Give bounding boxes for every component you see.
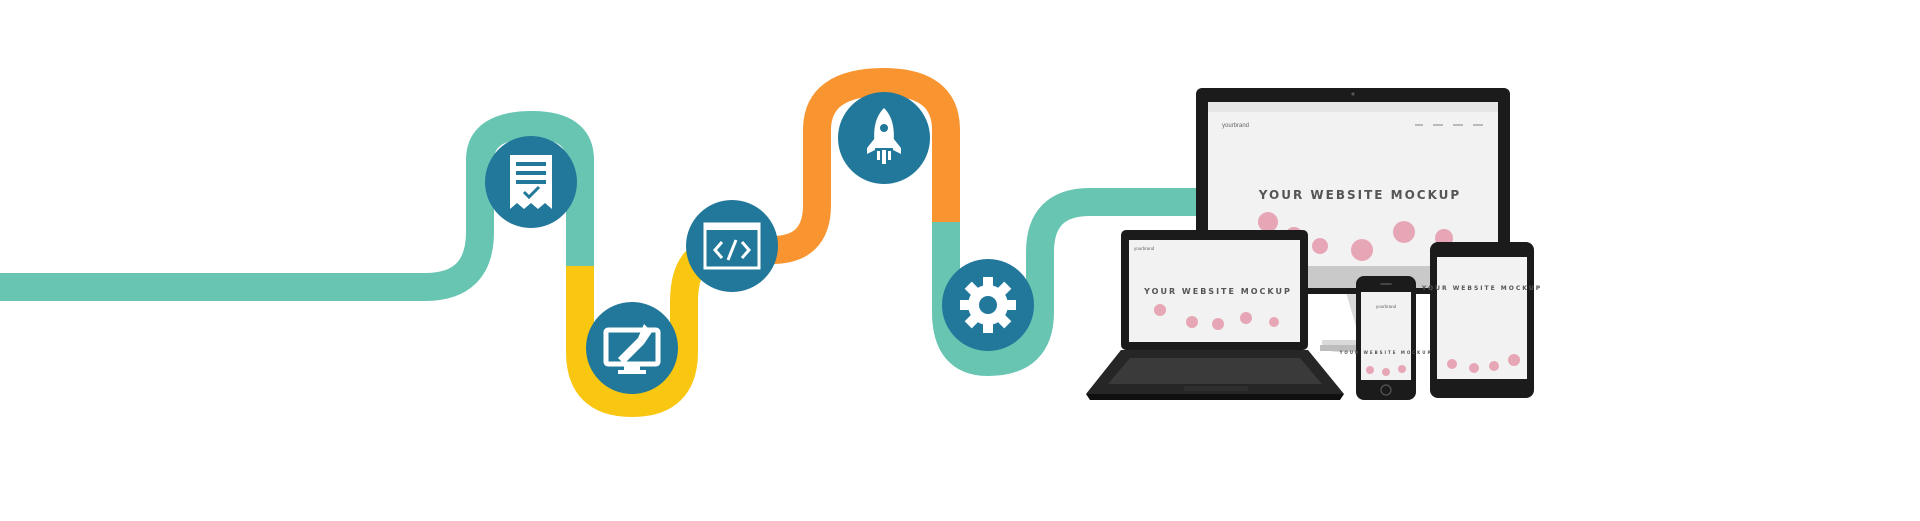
tablet: YOUR WEBSITE MOCKUP (1421, 242, 1542, 398)
step-circle-launch (838, 92, 930, 184)
road-segment-peak (724, 67, 960, 264)
step-circle-settings (942, 259, 1034, 351)
phone: yourbrand YOUR WEBSITE MOCKUP (1339, 276, 1433, 400)
road-segment-end (932, 188, 1200, 377)
laptop-mockup-title: YOUR WEBSITE MOCKUP (1143, 287, 1292, 296)
monitor-pen-icon (603, 324, 661, 374)
desktop-brand: yourbrand (1222, 123, 1249, 129)
phone-brand: yourbrand (1376, 304, 1397, 309)
tablet-mockup-title: YOUR WEBSITE MOCKUP (1421, 285, 1542, 292)
phone-flowers (1366, 365, 1406, 376)
desktop-mockup-title: YOUR WEBSITE MOCKUP (1258, 188, 1461, 202)
step-circle-document (485, 136, 577, 228)
tablet-flowers (1447, 354, 1520, 373)
code-window-icon (703, 222, 761, 270)
laptop-flowers (1154, 304, 1279, 330)
gear-icon (960, 277, 1016, 333)
road-segment-start (0, 110, 594, 301)
phone-mockup-title: YOUR WEBSITE MOCKUP (1339, 350, 1433, 355)
rocket-icon (867, 108, 901, 164)
step-circle-design (586, 302, 678, 394)
laptop-brand: yourbrand (1134, 246, 1155, 251)
document-check-icon (510, 155, 552, 209)
laptop: yourbrand YOUR WEBSITE MOCKUP (1086, 230, 1344, 400)
step-circle-code (686, 200, 778, 292)
